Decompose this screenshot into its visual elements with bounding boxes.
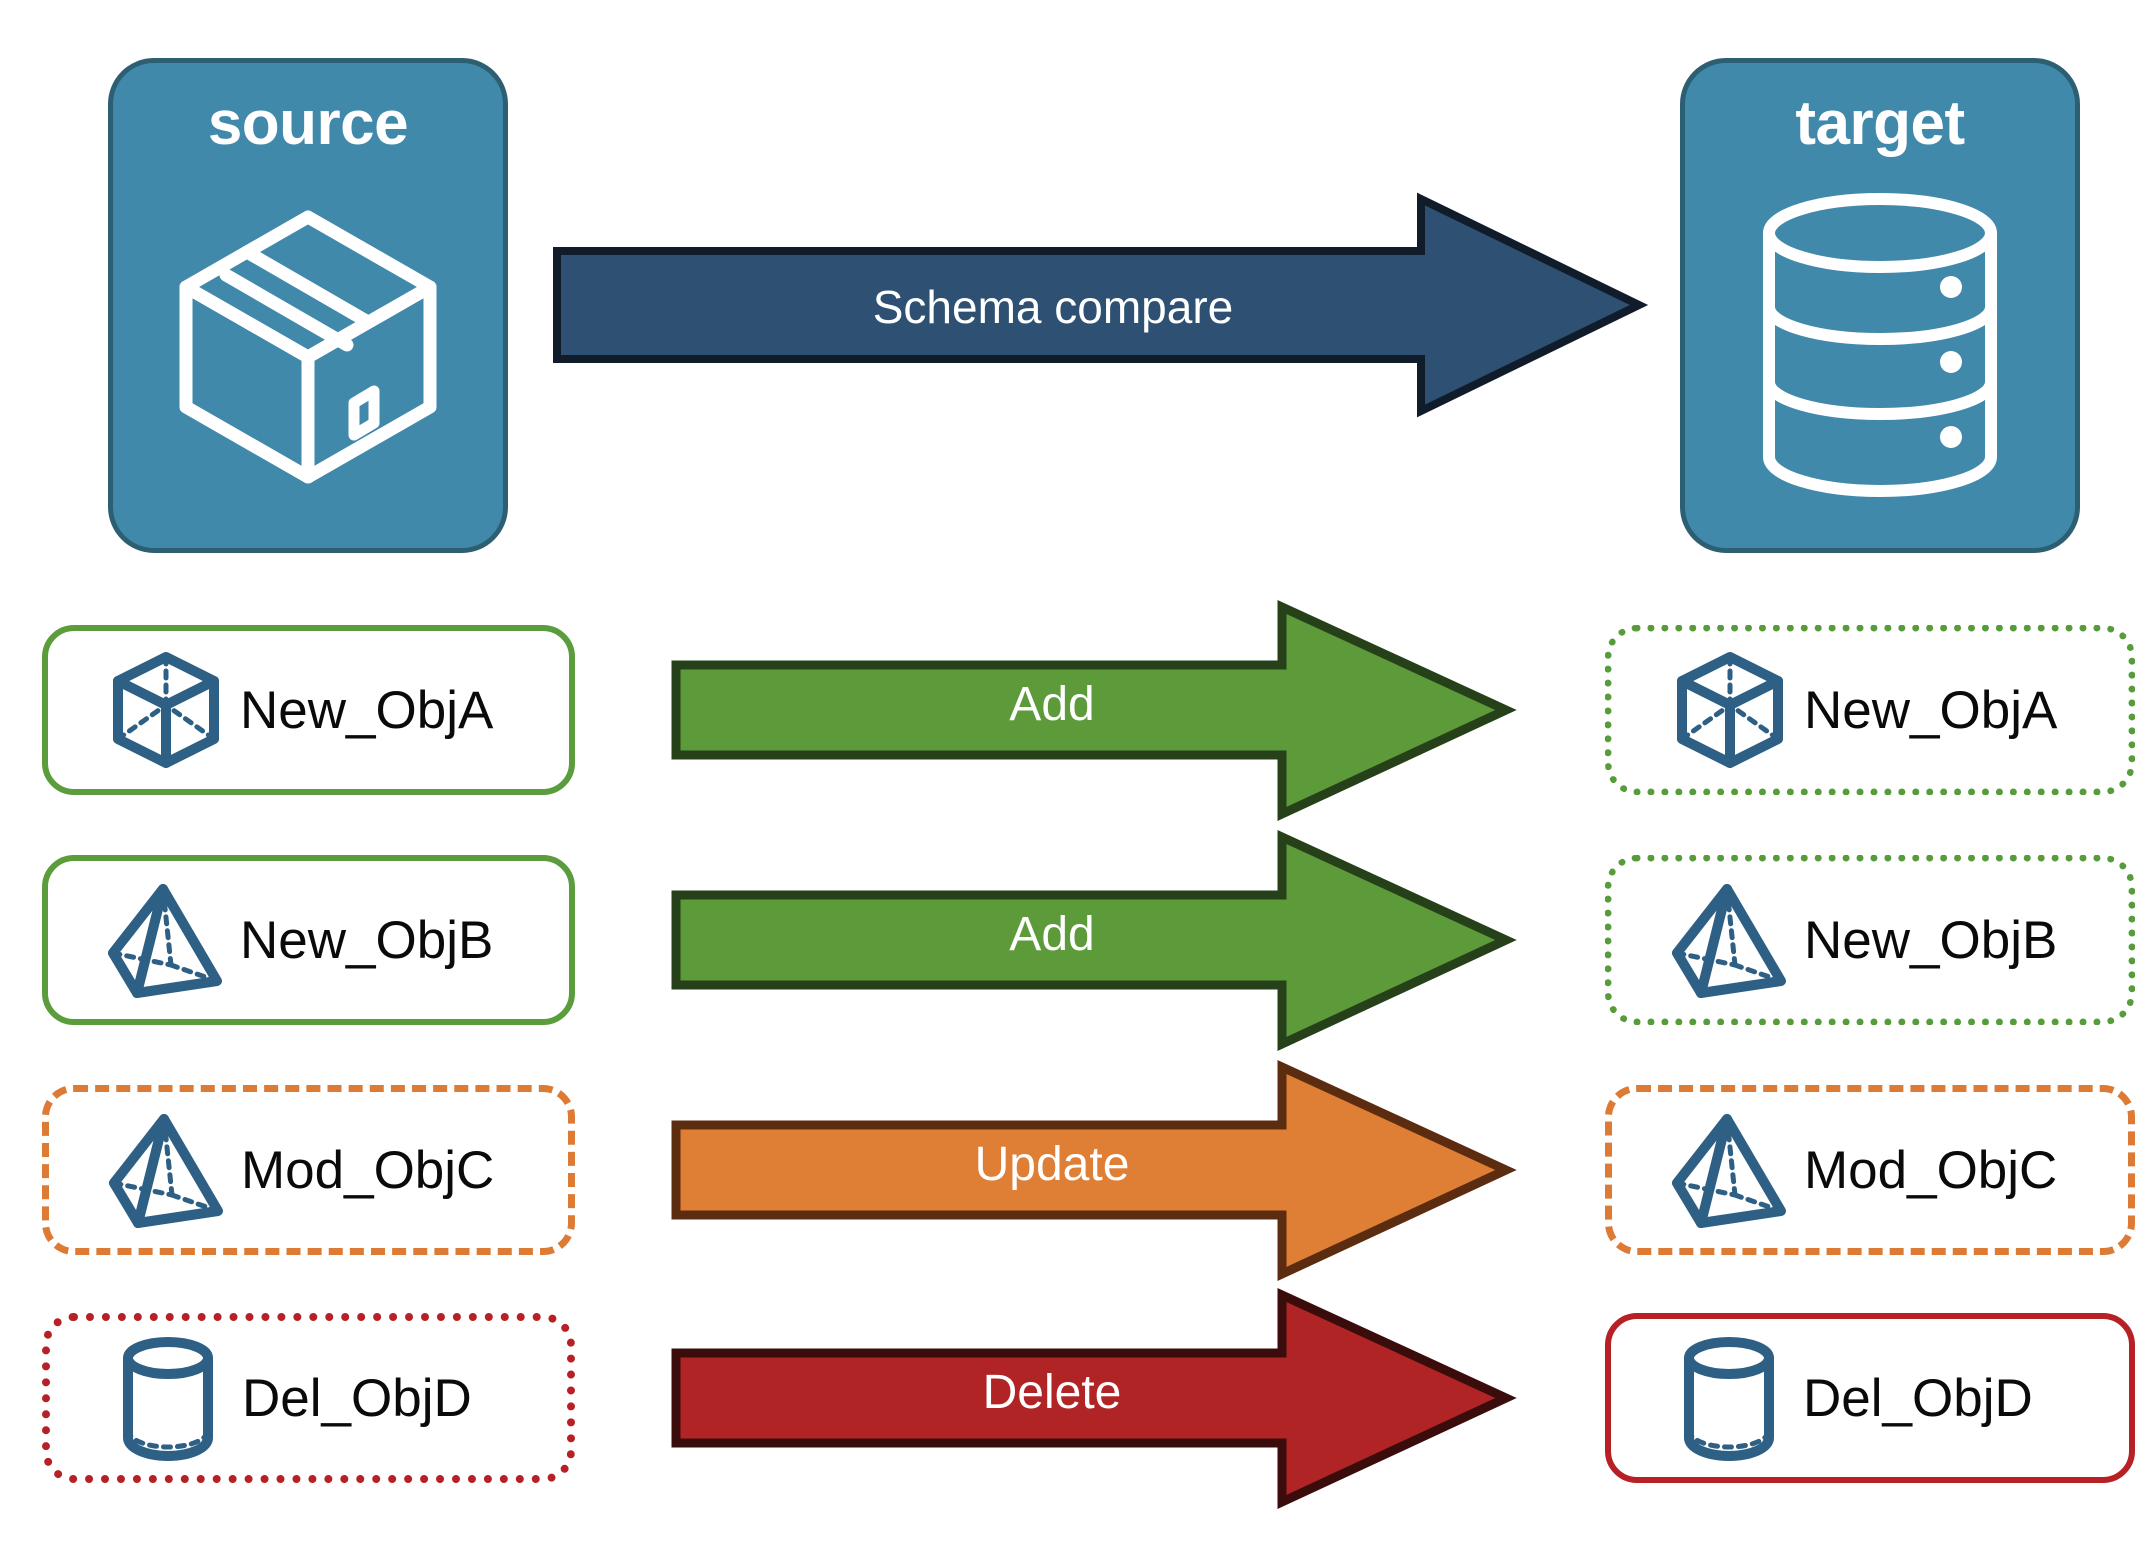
source-object-label: New_ObjA xyxy=(240,680,494,740)
compare-row: Mod_ObjC Update xyxy=(0,1059,2150,1285)
target-object-label: Del_ObjD xyxy=(1803,1368,2033,1428)
target-object-card[interactable]: New_ObjA xyxy=(1605,625,2135,795)
wireframe-cube-icon xyxy=(1670,650,1790,770)
action-arrow-add[interactable] xyxy=(671,829,1517,1052)
target-object-card[interactable]: New_ObjB xyxy=(1605,855,2135,1025)
action-arrow-update[interactable] xyxy=(671,1059,1517,1282)
wireframe-cylinder-icon xyxy=(108,1337,228,1461)
compare-row: New_ObjB Add xyxy=(0,829,2150,1055)
compare-row: Del_ObjD Delete Del_ObjD xyxy=(0,1287,2150,1513)
wireframe-pyramid-icon xyxy=(107,1110,227,1230)
endpoint-card-target[interactable]: target xyxy=(1680,58,2080,553)
action-arrow-add[interactable] xyxy=(671,599,1517,822)
endpoint-title-target: target xyxy=(1795,89,1965,158)
endpoint-title-source: source xyxy=(207,89,409,158)
wireframe-cube-icon xyxy=(106,650,226,770)
source-object-card[interactable]: New_ObjB xyxy=(42,855,575,1025)
source-object-label: Del_ObjD xyxy=(242,1368,472,1428)
target-object-label: New_ObjB xyxy=(1804,910,2058,970)
source-object-card[interactable]: New_ObjA xyxy=(42,625,575,795)
wireframe-pyramid-icon xyxy=(1670,1110,1790,1230)
source-object-card[interactable]: Mod_ObjC xyxy=(42,1085,575,1255)
target-object-card[interactable]: Mod_ObjC xyxy=(1605,1085,2135,1255)
target-object-label: Mod_ObjC xyxy=(1804,1140,2058,1200)
wireframe-pyramid-icon xyxy=(1670,880,1790,1000)
package-box-icon xyxy=(113,156,503,548)
source-object-label: New_ObjB xyxy=(240,910,494,970)
source-object-card[interactable]: Del_ObjD xyxy=(42,1313,575,1483)
action-arrow-delete[interactable] xyxy=(671,1287,1517,1510)
database-cylinder-icon xyxy=(1685,156,2075,548)
endpoint-card-source[interactable]: source xyxy=(108,58,508,553)
schema-compare-arrow[interactable] xyxy=(553,192,1649,418)
target-object-card[interactable]: Del_ObjD xyxy=(1605,1313,2135,1483)
compare-row: New_ObjA Add xyxy=(0,599,2150,825)
wireframe-cylinder-icon xyxy=(1669,1337,1789,1461)
wireframe-pyramid-icon xyxy=(106,880,226,1000)
target-object-label: New_ObjA xyxy=(1804,680,2058,740)
source-object-label: Mod_ObjC xyxy=(241,1140,495,1200)
